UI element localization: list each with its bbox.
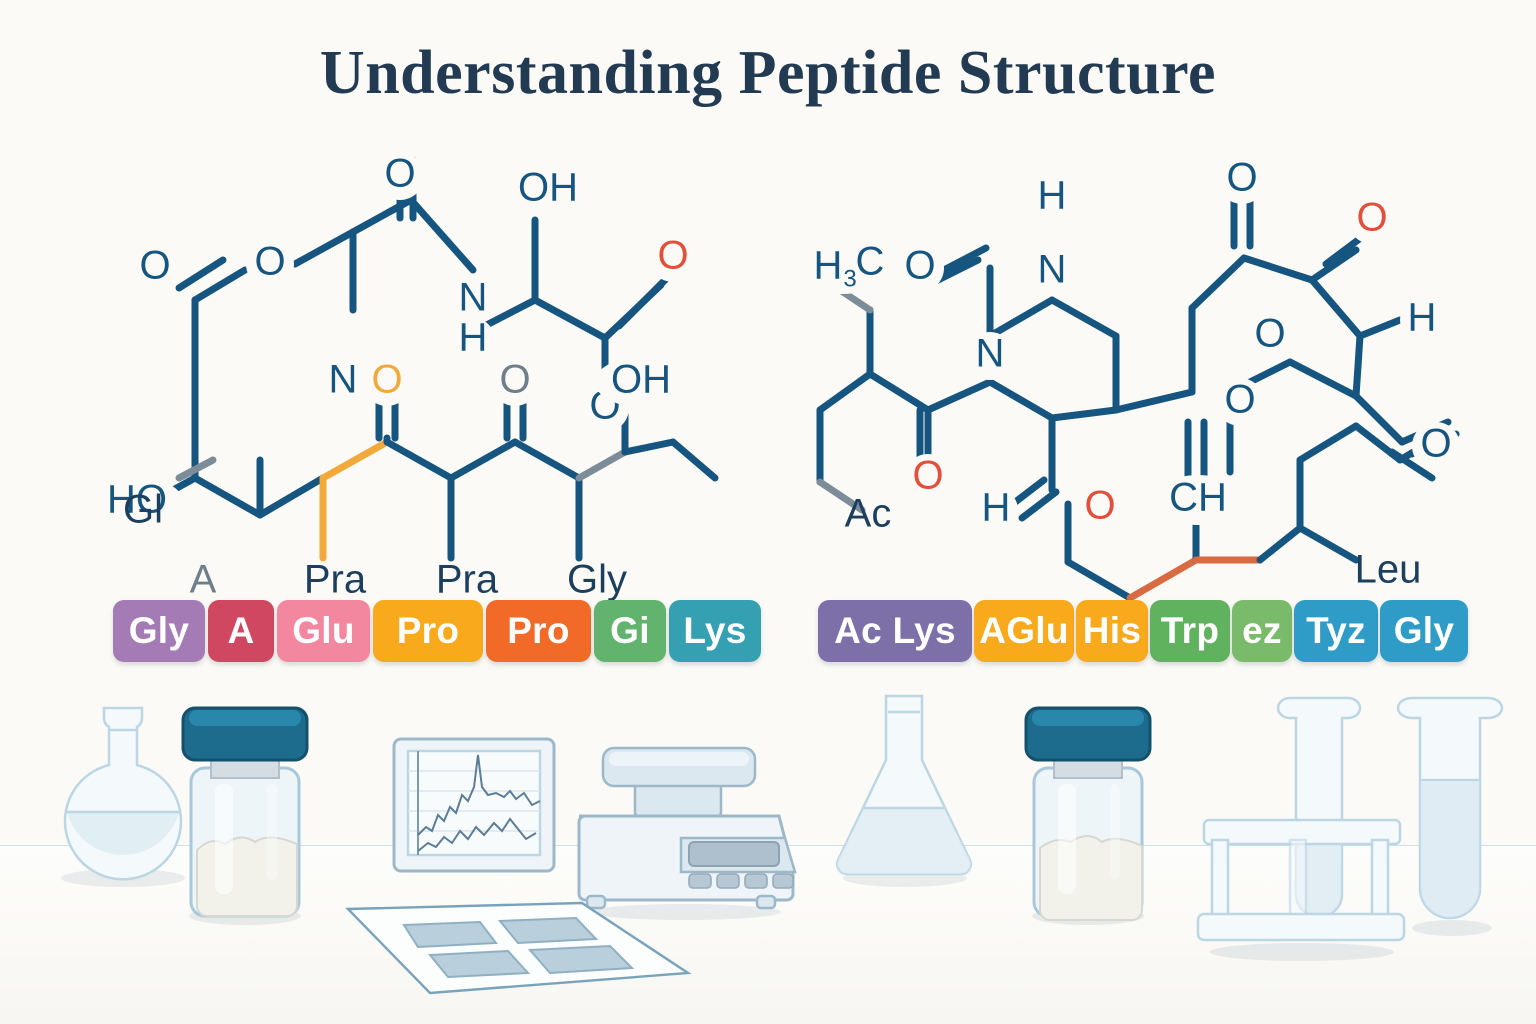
test-tube-standalone bbox=[1396, 690, 1508, 940]
sequence-badge[interactable]: A bbox=[208, 600, 274, 662]
svg-text:O: O bbox=[254, 240, 285, 284]
round-bottom-flask bbox=[38, 700, 208, 890]
svg-text:N: N bbox=[329, 358, 358, 402]
sequence-badge[interactable]: Ac Lys bbox=[818, 600, 972, 662]
erlenmeyer-flask bbox=[820, 690, 990, 890]
sequence-badge[interactable]: ez bbox=[1232, 600, 1292, 662]
sequence-badge[interactable]: Gly bbox=[113, 600, 205, 662]
svg-text:O: O bbox=[371, 358, 402, 402]
svg-text:Leu: Leu bbox=[1355, 548, 1422, 592]
page-title: Understanding Peptide Structure bbox=[319, 39, 1217, 107]
left-residue-labels: Gl A Pra Pra Gly bbox=[123, 488, 627, 602]
svg-text:O: O bbox=[904, 244, 935, 288]
sequence-badge[interactable]: Pro bbox=[373, 600, 483, 662]
svg-text:O: O bbox=[657, 234, 688, 278]
svg-text:Gl: Gl bbox=[123, 488, 163, 532]
svg-text:Pra: Pra bbox=[436, 558, 499, 602]
sequence-badge[interactable]: AGlu bbox=[974, 600, 1074, 662]
svg-text:H: H bbox=[1408, 296, 1437, 340]
gel-sheet bbox=[320, 895, 700, 1010]
right-structure-diagram: H N O N H 3 C O O O H O O H O CH O Ac bbox=[790, 156, 1480, 610]
svg-text:Pra: Pra bbox=[304, 558, 367, 602]
svg-text:O: O bbox=[1356, 196, 1387, 240]
svg-text:H: H bbox=[814, 244, 843, 288]
peptide-vial-right bbox=[1018, 698, 1158, 928]
chromatogram-screen bbox=[390, 735, 560, 880]
left-structure-diagram: O O O OH O N H O HO N O O OH Gl A Pra Pr… bbox=[91, 152, 755, 610]
test-tube-rack bbox=[1182, 690, 1412, 970]
sequence-badge[interactable]: Pro bbox=[486, 600, 591, 662]
svg-text:H: H bbox=[459, 316, 488, 360]
svg-text:H: H bbox=[1038, 174, 1067, 218]
svg-text:O: O bbox=[1224, 378, 1255, 422]
svg-text:O: O bbox=[139, 244, 170, 288]
sequence-badge[interactable]: Gly bbox=[1380, 600, 1468, 662]
svg-text:O: O bbox=[384, 152, 415, 196]
right-atom-labels: H N O N H 3 C O O O H O O H O CH O bbox=[790, 156, 1460, 532]
svg-text:CH: CH bbox=[1169, 476, 1227, 520]
svg-text:N: N bbox=[1038, 248, 1067, 292]
peptide-vial-left bbox=[175, 698, 315, 928]
svg-text:N: N bbox=[459, 276, 488, 320]
left-bond-network bbox=[151, 156, 719, 562]
svg-text:H: H bbox=[982, 486, 1011, 530]
svg-text:Gly: Gly bbox=[567, 558, 627, 602]
svg-text:OH: OH bbox=[518, 166, 578, 210]
sequence-badge[interactable]: Gi bbox=[594, 600, 666, 662]
sequence-badge[interactable]: Tyz bbox=[1294, 600, 1378, 662]
analytical-balance bbox=[565, 740, 805, 920]
left-peptide-sequence: Gly A Glu Pro Pro Gi Lys bbox=[113, 600, 764, 662]
sequence-badge[interactable]: Lys bbox=[669, 600, 761, 662]
sequence-badge[interactable]: Trp bbox=[1150, 600, 1230, 662]
svg-text:N: N bbox=[976, 332, 1005, 376]
svg-text:Ac: Ac bbox=[845, 492, 892, 536]
svg-text:A: A bbox=[190, 558, 217, 602]
svg-text:O: O bbox=[499, 358, 530, 402]
right-residue-labels: Ac Leu bbox=[845, 492, 1422, 592]
svg-text:3: 3 bbox=[843, 265, 856, 292]
sequence-badge[interactable]: His bbox=[1076, 600, 1148, 662]
svg-text:O: O bbox=[1226, 156, 1257, 200]
left-atom-labels: O O O OH O N H O HO N O O OH bbox=[91, 152, 697, 527]
right-peptide-sequence: Ac Lys AGlu His Trp ez Tyz Gly bbox=[818, 600, 1470, 662]
svg-text:O: O bbox=[912, 454, 943, 498]
svg-text:C: C bbox=[856, 240, 885, 284]
svg-text:HO: HO bbox=[107, 478, 167, 522]
svg-text:O: O bbox=[1254, 312, 1285, 356]
svg-text:O: O bbox=[1420, 422, 1451, 466]
sequence-badge[interactable]: Glu bbox=[277, 600, 370, 662]
svg-text:OH: OH bbox=[611, 358, 671, 402]
svg-text:O: O bbox=[1084, 484, 1115, 528]
